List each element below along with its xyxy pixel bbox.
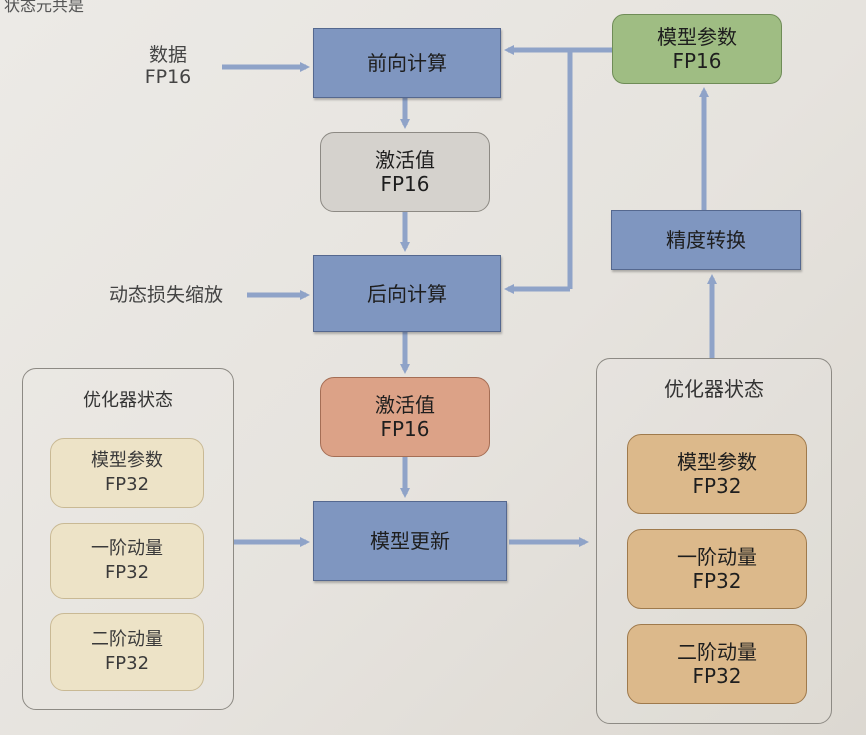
right-model-params-fp32: 模型参数 FP32 [627, 434, 807, 514]
left-item-1-line2: FP32 [104, 474, 150, 495]
left-first-moment-fp32: 一阶动量 FP32 [50, 523, 204, 599]
backward-node: 后向计算 [313, 255, 501, 332]
right-group-title: 优化器状态 [664, 377, 764, 401]
right-item-3-line1: 二阶动量 [677, 640, 757, 664]
left-item-3-line1: 二阶动量 [91, 629, 163, 650]
activation-bwd-node: 激活值 FP16 [320, 377, 490, 457]
left-item-1-line1: 模型参数 [91, 450, 163, 471]
left-item-2-line2: FP32 [104, 562, 150, 583]
right-item-1-line2: FP32 [692, 474, 742, 498]
data-input-label: 数据 FP16 [128, 44, 208, 88]
right-first-moment-fp32: 一阶动量 FP32 [627, 529, 807, 609]
model-update-label: 模型更新 [370, 529, 450, 553]
precision-convert-node: 精度转换 [611, 210, 801, 270]
left-group-title: 优化器状态 [83, 390, 173, 411]
left-second-moment-fp32: 二阶动量 FP32 [50, 613, 204, 691]
activation-bwd-line1: 激活值 [375, 393, 435, 417]
activation-fwd-line2: FP16 [380, 172, 430, 196]
model-params-fp16-line2: FP16 [672, 49, 722, 73]
left-item-2-line1: 一阶动量 [91, 538, 163, 559]
left-model-params-fp32: 模型参数 FP32 [50, 438, 204, 508]
right-second-moment-fp32: 二阶动量 FP32 [627, 624, 807, 704]
forward-label: 前向计算 [367, 51, 447, 75]
model-params-fp16-line1: 模型参数 [657, 25, 737, 49]
backward-label: 后向计算 [367, 281, 447, 306]
data-input-line2: FP16 [144, 66, 192, 88]
right-item-1-line1: 模型参数 [677, 450, 757, 474]
right-item-2-line2: FP32 [692, 569, 742, 593]
loss-scale-label: 动态损失缩放 [108, 284, 223, 306]
activation-fwd-line1: 激活值 [375, 148, 435, 172]
corner-partial-text: 状态元共是 [4, 0, 85, 15]
activation-fwd-node: 激活值 FP16 [320, 132, 490, 212]
left-item-3-line2: FP32 [104, 653, 150, 674]
data-input-line1: 数据 [148, 44, 187, 66]
precision-convert-label: 精度转换 [666, 228, 746, 252]
right-item-3-line2: FP32 [692, 664, 742, 688]
model-params-fp16-node: 模型参数 FP16 [612, 14, 782, 84]
forward-node: 前向计算 [313, 28, 501, 98]
activation-bwd-line2: FP16 [380, 417, 430, 441]
right-item-2-line1: 一阶动量 [677, 545, 757, 569]
model-update-node: 模型更新 [313, 501, 507, 581]
